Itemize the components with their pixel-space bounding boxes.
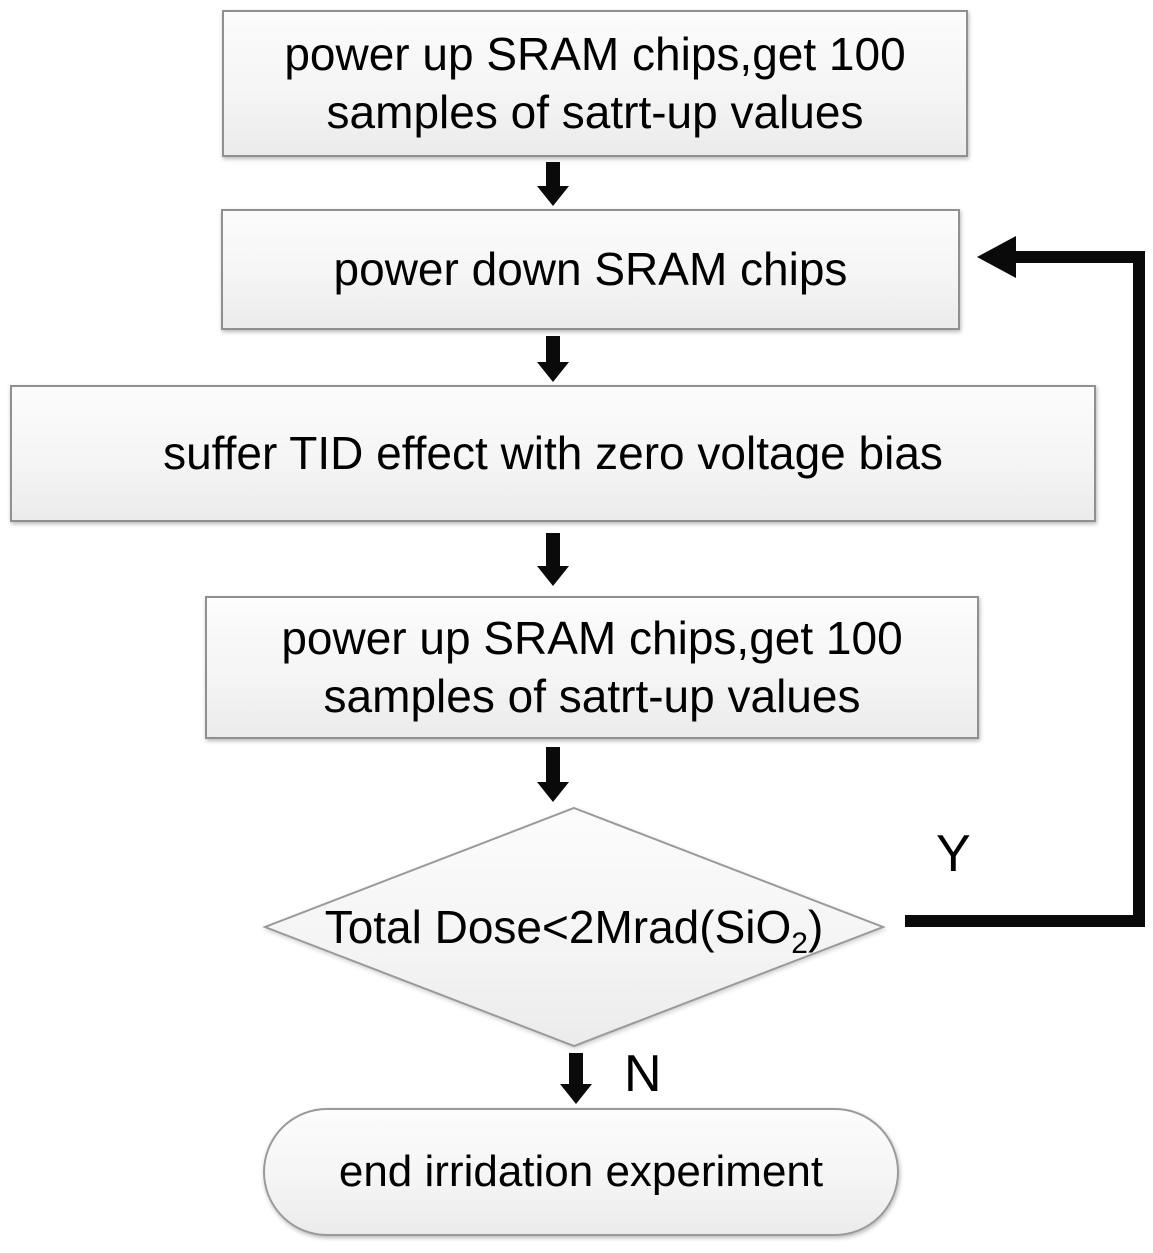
feedback-loop-line bbox=[905, 251, 1145, 927]
node-power-down: power down SRAM chips bbox=[221, 209, 960, 330]
node-text: power up SRAM chips,get 100 bbox=[284, 28, 906, 81]
arrow-down-icon bbox=[560, 1053, 592, 1104]
arrow-down-icon bbox=[537, 747, 569, 802]
node-text: end irridation experiment bbox=[338, 1146, 824, 1196]
decision-text-suffix: ) bbox=[807, 901, 824, 953]
node-text: samples of satrt-up values bbox=[323, 669, 861, 722]
node-text: power down SRAM chips bbox=[333, 242, 848, 295]
node-power-up-sample: power up SRAM chips,get 100 samples of s… bbox=[222, 10, 968, 157]
node-power-up-resample: power up SRAM chips,get 100 samples of s… bbox=[205, 596, 979, 739]
node-tid-effect: suffer TID effect with zero voltage bias bbox=[10, 385, 1096, 522]
arrow-left-icon bbox=[977, 236, 1016, 278]
decision-text: Total Dose<2Mrad(SiO2) bbox=[265, 808, 883, 1046]
decision-text-prefix: Total Dose<2Mrad(SiO bbox=[324, 901, 792, 953]
arrow-down-icon bbox=[537, 533, 569, 586]
decision-text-subscript: 2 bbox=[791, 927, 808, 960]
node-end-experiment: end irridation experiment bbox=[263, 1108, 899, 1236]
node-text: suffer TID effect with zero voltage bias bbox=[163, 426, 943, 479]
arrow-down-icon bbox=[537, 162, 569, 206]
branch-label-yes: Y bbox=[936, 825, 971, 883]
arrow-down-icon bbox=[537, 336, 569, 382]
decision-diamond-shape bbox=[262, 806, 886, 1048]
branch-label-no: N bbox=[624, 1045, 662, 1103]
node-text: samples of satrt-up values bbox=[326, 85, 864, 138]
node-text: power up SRAM chips,get 100 bbox=[281, 612, 903, 665]
